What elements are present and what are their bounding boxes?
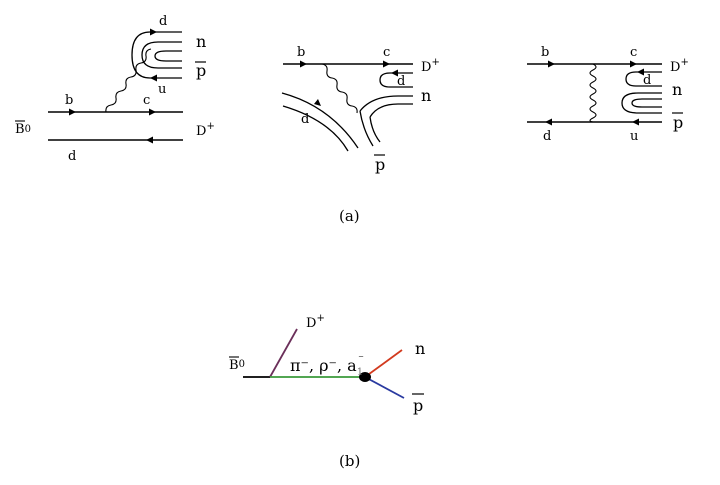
arrow-d: [545, 118, 552, 126]
arrow-u: [632, 118, 639, 126]
inner-hook: [154, 50, 182, 62]
label-Dplus: D+: [196, 121, 215, 139]
label-c: c: [630, 45, 637, 60]
pbar-curve-inner-1: [359, 110, 374, 147]
label-b: b: [541, 45, 549, 60]
label-n: n: [415, 339, 425, 358]
label-d-inner: d: [397, 74, 405, 89]
pbar-curve-outer: [282, 105, 349, 152]
label-n: n: [196, 32, 206, 51]
arrow-d-top: [150, 28, 157, 36]
n-line: [364, 349, 403, 378]
arrow-d-lower: [314, 99, 321, 106]
n-quark-line-1: [359, 95, 413, 112]
arrow-u: [150, 74, 157, 82]
arrow-d-inner: [637, 68, 644, 76]
middle-hook: [141, 41, 182, 69]
arrow-c: [630, 60, 637, 68]
w-boson-line: [321, 63, 358, 114]
arrow-c: [149, 108, 156, 116]
w-boson-line: [589, 63, 597, 123]
hadronic-diagram-b: B0 D+ π⁻, ρ⁻, a1⁻ n p: [229, 313, 425, 415]
inner-n-p-hook: [631, 98, 662, 108]
Dplus-line: [269, 328, 298, 378]
label-n: n: [421, 86, 431, 105]
arrow-b: [548, 60, 555, 68]
label-u: u: [630, 129, 638, 144]
label-B0: B0: [15, 122, 31, 137]
pbar-line: [364, 376, 405, 399]
label-exchange: π⁻, ρ⁻, a1⁻: [290, 352, 364, 378]
label-pbar: p: [375, 155, 385, 174]
left-diagram: b c d d u n p B0 D+: [15, 14, 215, 164]
label-Dplus: D+: [670, 57, 689, 75]
label-d-inner: d: [643, 73, 651, 88]
label-c: c: [383, 45, 390, 60]
arrow-b: [69, 108, 76, 116]
arrow-c: [383, 60, 390, 68]
outer-n-p-hook: [621, 92, 662, 114]
label-pbar: p: [673, 113, 683, 132]
n-quark-line-2: [369, 103, 413, 118]
label-n: n: [672, 80, 682, 99]
baryon-vertex-blob: [359, 372, 371, 382]
caption-b: (b): [339, 452, 360, 470]
label-d-bottom: d: [68, 149, 76, 164]
label-u: u: [158, 82, 166, 97]
right-diagram: b c d d u n p D+: [527, 45, 689, 144]
outer-hook-d-u: [131, 31, 182, 79]
label-pbar: p: [196, 61, 206, 80]
label-d-lower: d: [543, 129, 551, 144]
inner-d-hook: [379, 72, 413, 88]
middle-diagram: b c d d n p D+: [281, 45, 440, 174]
label-c: c: [143, 93, 150, 108]
w-boson-line: [105, 48, 152, 113]
pbar-curve-inner-2: [369, 116, 381, 143]
d-antiquark-curve: [281, 92, 359, 149]
label-Dplus: D+: [421, 57, 440, 75]
label-Dplus: D+: [306, 313, 325, 331]
inner-d-hook: [625, 71, 662, 87]
arrow-d-inner: [391, 69, 398, 77]
arrow-b: [300, 60, 307, 68]
label-b: b: [297, 45, 305, 60]
label-d-lower: d: [301, 112, 309, 127]
label-pbar: p: [413, 396, 423, 415]
label-b: b: [65, 93, 73, 108]
label-d-top: d: [159, 14, 167, 29]
label-B0: B0: [229, 358, 245, 373]
caption-a: (a): [339, 207, 360, 225]
arrow-d: [146, 136, 153, 144]
